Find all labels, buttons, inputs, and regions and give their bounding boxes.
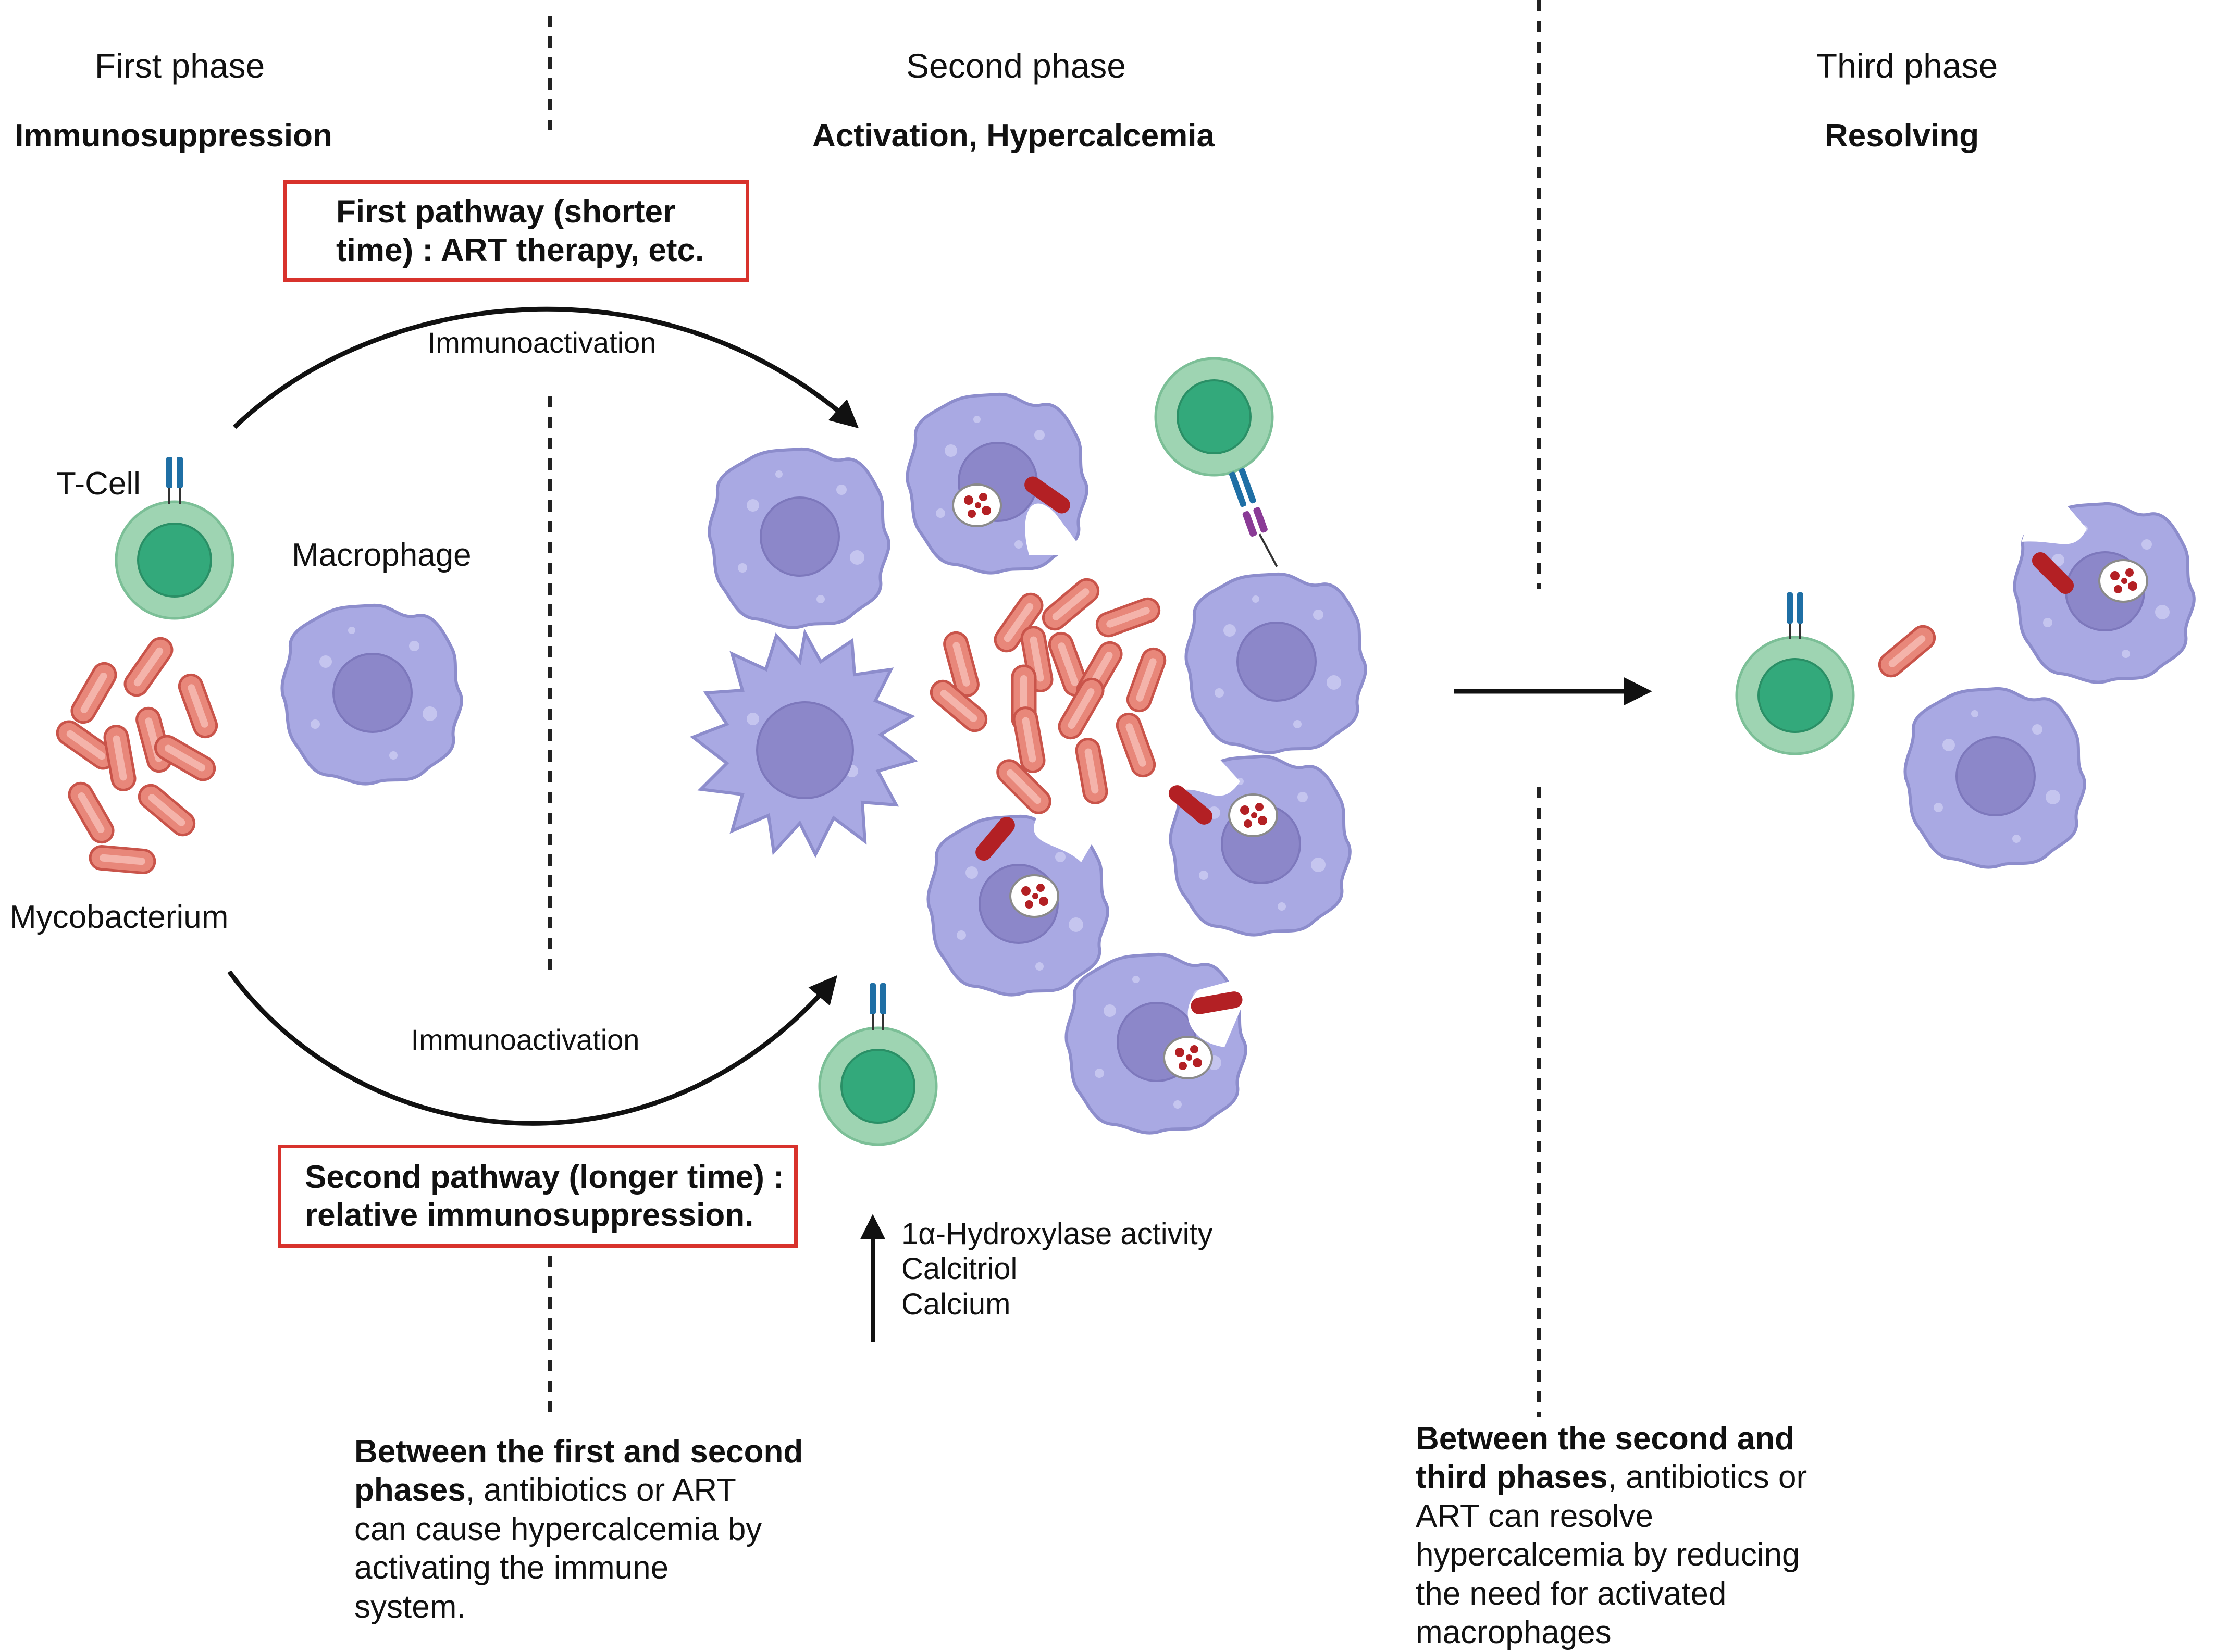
note1-bold2: phases — [354, 1472, 466, 1509]
note2-line6: macrophages — [1416, 1614, 1612, 1650]
marker-calcitriol: Calcitriol — [901, 1252, 1018, 1286]
tcell-label: T-Cell — [56, 466, 141, 502]
note1-rest1: , antibiotics or ART — [465, 1472, 736, 1509]
note2-line5: the need for activated — [1416, 1575, 1727, 1612]
first-phase-macrophage — [282, 605, 461, 784]
note-first-to-second: Between the first and second phases, ant… — [354, 1433, 834, 1626]
note2-line4: hypercalcemia by reducing — [1416, 1537, 1800, 1573]
calcium-markers: 1α-Hydroxylase activity Calcitriol Calci… — [901, 1216, 1213, 1322]
second-phase-cluster — [689, 358, 1366, 1145]
note2-rest1: , antibiotics or — [1607, 1459, 1808, 1496]
note-second-to-third: Between the second and third phases, ant… — [1416, 1420, 1885, 1652]
note1-line4: activating the immune — [354, 1550, 669, 1586]
note1-bold1: Between the first and second — [354, 1434, 803, 1470]
second-pathway-line2: relative immunosuppression. — [305, 1197, 754, 1233]
first-phase-subtitle: Immunosuppression — [15, 118, 332, 154]
third-phase-title: Third phase — [1816, 46, 1998, 85]
marker-hydroxylase: 1α-Hydroxylase activity — [901, 1217, 1213, 1251]
note1-line5: system. — [354, 1588, 466, 1625]
note2-bold1: Between the second and — [1416, 1421, 1794, 1457]
note2-line3: ART can resolve — [1416, 1498, 1654, 1534]
second-phase-title: Second phase — [906, 46, 1126, 85]
first-pathway-line2: time) : ART therapy, etc. — [336, 232, 704, 268]
mycobacterium-label: Mycobacterium — [9, 899, 229, 935]
immunoactivation-bottom-label: Immunoactivation — [411, 1023, 640, 1056]
phase-separators — [548, 0, 1541, 1417]
first-phase-mycobacteria — [53, 634, 220, 874]
note1-line3: can cause hypercalcemia by — [354, 1511, 762, 1547]
immunoactivation-top-label: Immunoactivation — [427, 326, 657, 359]
bottom-immunoactivation-arrow — [227, 970, 838, 1126]
marker-calcium: Calcium — [901, 1287, 1011, 1321]
third-phase-cells — [1737, 477, 2194, 867]
note2-bold2: third phases — [1416, 1459, 1608, 1496]
second-phase-subtitle: Activation, Hypercalcemia — [812, 118, 1215, 154]
second-pathway-box: Second pathway (longer time) : relative … — [278, 1145, 798, 1248]
third-phase-subtitle: Resolving — [1824, 118, 1979, 154]
second-pathway-line1: Second pathway (longer time) : — [305, 1159, 784, 1195]
top-immunoactivation-arrow — [232, 306, 859, 429]
first-pathway-box: First pathway (shorter time) : ART thera… — [283, 180, 749, 282]
first-phase-title: First phase — [94, 46, 265, 85]
first-pathway-line1: First pathway (shorter — [336, 194, 676, 230]
macrophage-label: Macrophage — [292, 537, 472, 573]
